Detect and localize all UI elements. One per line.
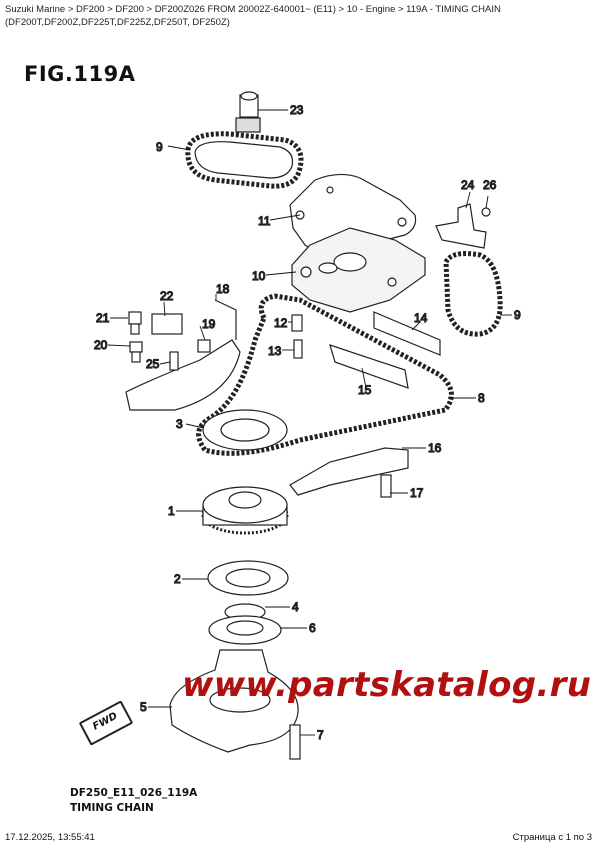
part-7-bolt[interactable] bbox=[289, 724, 301, 760]
callout-21: 21 bbox=[96, 311, 110, 325]
callout-1: 1 bbox=[168, 504, 175, 518]
callout-20: 20 bbox=[94, 338, 108, 352]
part-2-bearing[interactable] bbox=[207, 560, 289, 596]
part-16-guide[interactable] bbox=[289, 447, 409, 496]
part-12-sleeve[interactable] bbox=[291, 314, 303, 332]
callout-19: 19 bbox=[202, 317, 216, 331]
callout-5: 5 bbox=[140, 700, 147, 714]
callout-23: 23 bbox=[290, 103, 304, 117]
part-23-tensioner[interactable] bbox=[235, 91, 261, 133]
part-25-bolt[interactable] bbox=[169, 351, 179, 371]
part-9-right-chain[interactable] bbox=[443, 251, 503, 337]
page-counter: Страница с 1 по 3 bbox=[512, 832, 592, 843]
part-17-bolt[interactable] bbox=[380, 474, 392, 498]
callout-3: 3 bbox=[176, 417, 183, 431]
callout-14: 14 bbox=[414, 311, 428, 325]
callout-10: 10 bbox=[252, 269, 266, 283]
callout-13: 13 bbox=[268, 344, 282, 358]
callout-24: 24 bbox=[461, 178, 475, 192]
callout-2: 2 bbox=[174, 572, 181, 586]
callout-17: 17 bbox=[410, 486, 424, 500]
part-15-guide-rail[interactable] bbox=[329, 344, 409, 389]
part-21-bolt[interactable] bbox=[128, 311, 142, 335]
callout-22: 22 bbox=[160, 289, 174, 303]
part-11-gasket[interactable] bbox=[289, 173, 417, 254]
part-5-housing[interactable] bbox=[169, 649, 299, 753]
callout-26: 26 bbox=[483, 178, 497, 192]
callout-6: 6 bbox=[309, 621, 316, 635]
part-10-housing[interactable] bbox=[291, 227, 426, 313]
part-14-guide[interactable] bbox=[373, 311, 441, 356]
callout-18: 18 bbox=[216, 282, 230, 296]
callout-11: 11 bbox=[258, 214, 271, 228]
part-13-bolt[interactable] bbox=[293, 339, 303, 359]
leader-lines bbox=[107, 109, 512, 736]
part-22-tensioner-arm[interactable] bbox=[125, 299, 241, 411]
part-6-plate[interactable] bbox=[208, 615, 282, 645]
breadcrumb: Suzuki Marine > DF200 > DF200 > DF200Z02… bbox=[5, 4, 501, 28]
part-20-bolt[interactable] bbox=[129, 341, 143, 363]
callout-8: 8 bbox=[478, 391, 485, 405]
watermark: www.partskatalog.ru bbox=[182, 665, 592, 705]
callout-12: 12 bbox=[274, 316, 288, 330]
diagram-code: DF250_E11_026_119A bbox=[70, 787, 198, 799]
part-3-bearing[interactable] bbox=[202, 409, 288, 451]
callout-4: 4 bbox=[292, 600, 299, 614]
callout-15: 15 bbox=[358, 383, 372, 397]
callout-labels: 23 9 24 26 11 10 9 22 18 21 19 12 14 20 … bbox=[93, 102, 521, 742]
diagram-caption: TIMING CHAIN bbox=[70, 802, 154, 814]
part-8-timing-chain[interactable] bbox=[196, 293, 454, 456]
callout-9-upper: 9 bbox=[156, 140, 163, 154]
callout-16: 16 bbox=[428, 441, 442, 455]
figure-title: FIG.119A bbox=[24, 62, 136, 86]
callout-25: 25 bbox=[146, 357, 160, 371]
print-timestamp: 17.12.2025, 13:55:41 bbox=[5, 832, 95, 843]
part-9-upper-chain[interactable] bbox=[185, 131, 304, 189]
part-24-bracket[interactable] bbox=[435, 203, 491, 249]
part-1-gear[interactable] bbox=[201, 486, 289, 535]
callout-7: 7 bbox=[317, 728, 324, 742]
callout-9-right: 9 bbox=[514, 308, 521, 322]
